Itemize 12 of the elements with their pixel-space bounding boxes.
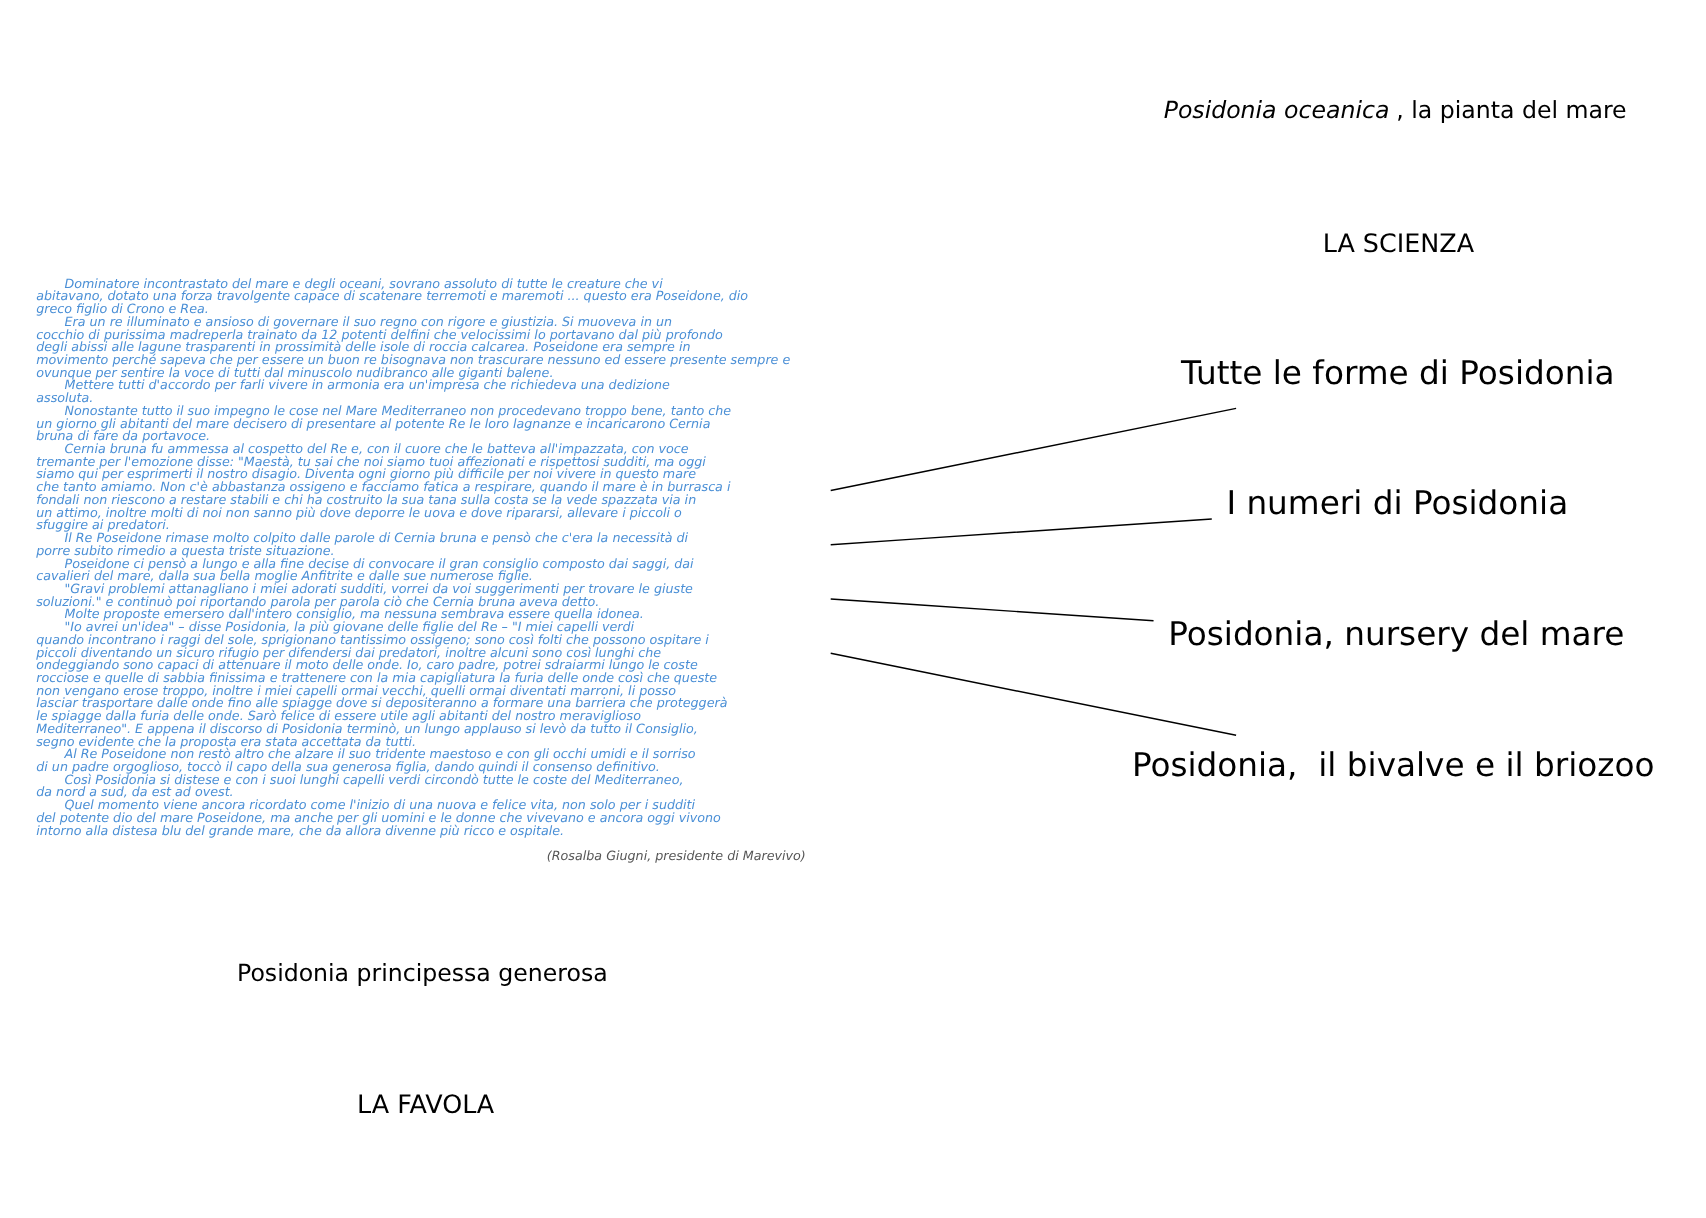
label: Posidonia oceanica, la pianta del mare [1163, 95, 1627, 124]
connector [830, 406, 1237, 491]
label: Posidonia principessa generosa [237, 958, 608, 987]
node-text: Posidonia, nursery del mare [1168, 614, 1625, 653]
connector [830, 597, 1155, 621]
node-text: Tutte le forme di Posidonia [1180, 352, 1615, 391]
node-text: Posidonia, il bivalve e il briozoo [1131, 745, 1655, 784]
label: LA FAVOLA [356, 1087, 495, 1118]
connector [830, 517, 1213, 545]
label: LA SCIENZA [1322, 226, 1475, 257]
node-text: I numeri di Posidonia [1226, 483, 1569, 522]
connector [830, 651, 1237, 735]
